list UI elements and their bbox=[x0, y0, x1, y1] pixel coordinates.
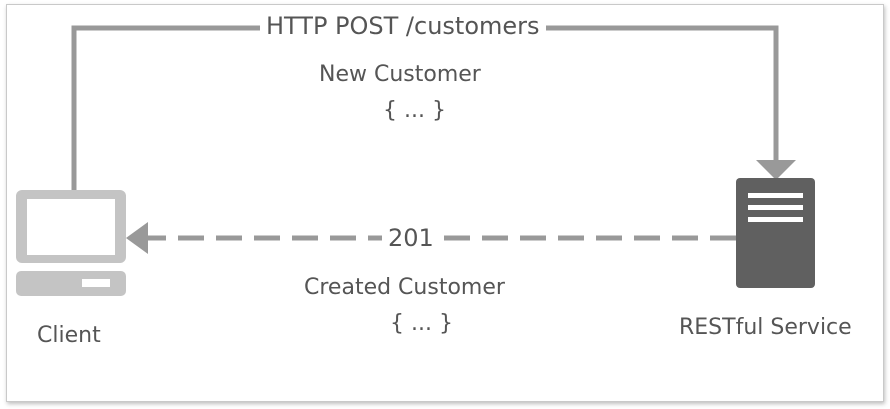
response-arrowhead bbox=[126, 222, 148, 254]
response-status-label: 201 bbox=[382, 226, 440, 250]
request-body-placeholder: { ... } bbox=[383, 98, 446, 123]
server-label: RESTful Service bbox=[679, 315, 852, 340]
client-label: Client bbox=[37, 323, 101, 348]
computer-icon bbox=[16, 190, 126, 296]
request-arrowhead bbox=[756, 160, 796, 180]
response-body-title: Created Customer bbox=[304, 275, 505, 300]
response-body-placeholder: { ... } bbox=[390, 311, 453, 336]
request-body-title: New Customer bbox=[319, 62, 481, 87]
request-method-label: HTTP POST /customers bbox=[260, 14, 546, 38]
server-icon bbox=[736, 178, 815, 288]
